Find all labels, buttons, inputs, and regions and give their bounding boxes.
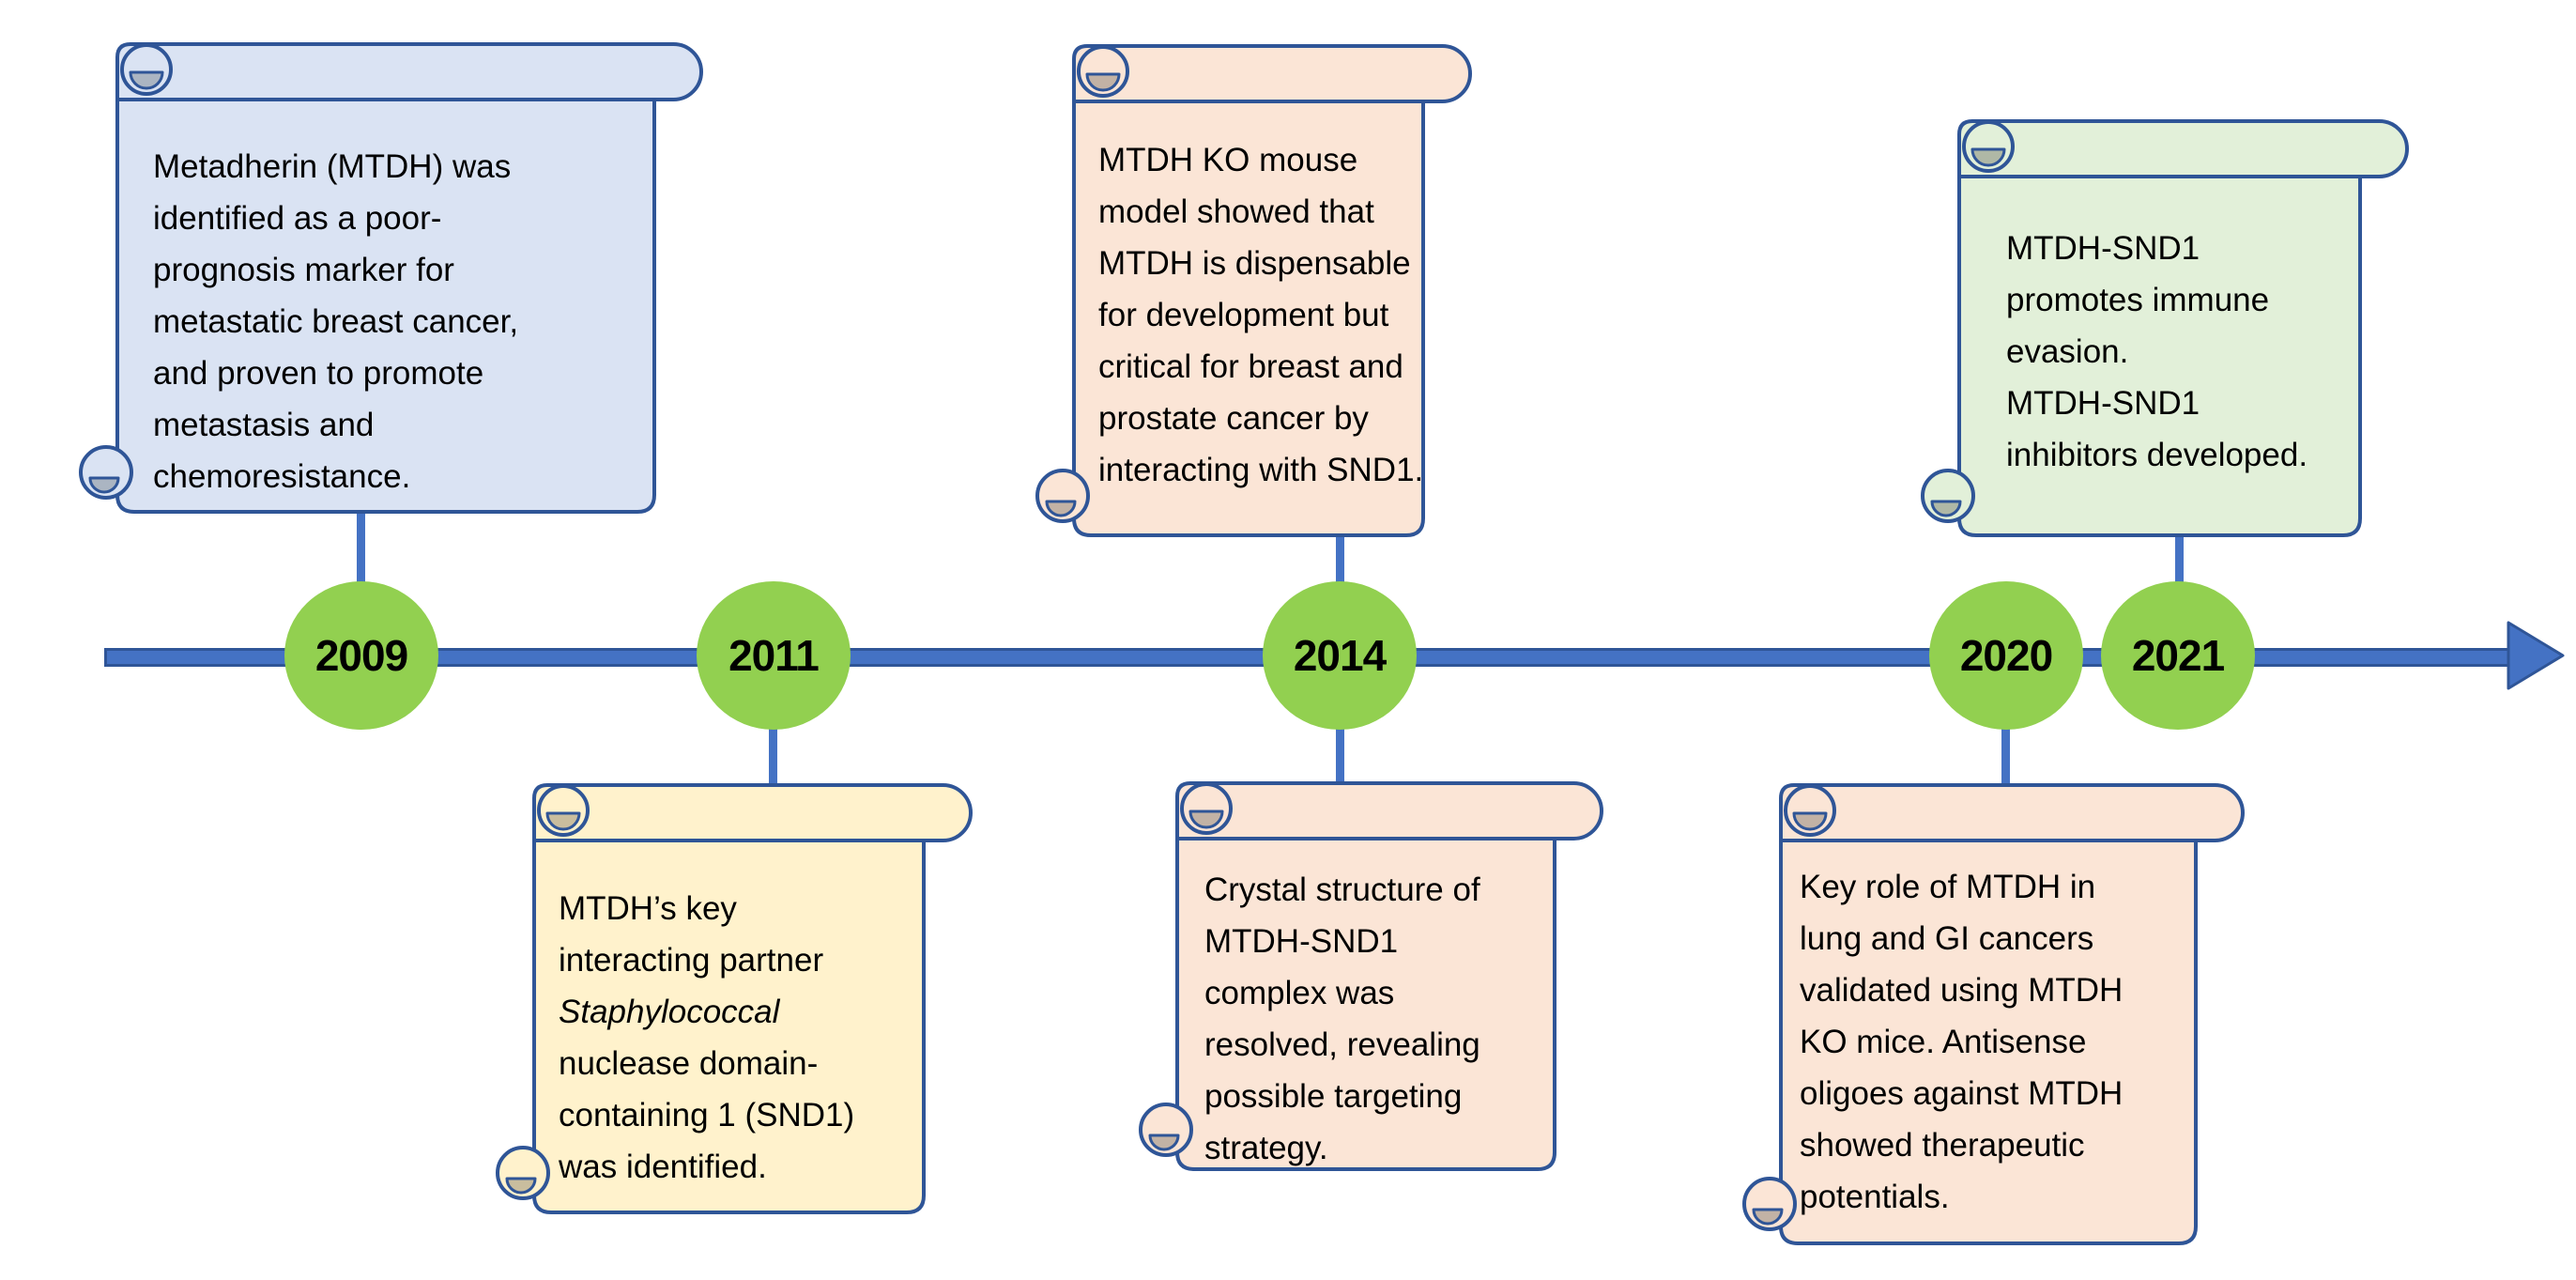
scroll-spiral-shade	[1085, 72, 1121, 92]
event-scroll-2020: Key role of MTDH in lung and GI cancers va…	[1742, 781, 2247, 1247]
event-text-line: for development but	[1098, 297, 1389, 333]
scroll-body	[1072, 78, 1425, 537]
year-marker-2021: 2021	[2101, 581, 2255, 730]
event-text-line: prognosis marker for	[153, 252, 454, 288]
event-text-line: KO mice. Antisense	[1800, 1024, 2087, 1060]
connector-2014-down	[1336, 725, 1344, 783]
scroll-body	[532, 817, 926, 1214]
event-text-line: MTDH KO mouse	[1098, 142, 1358, 178]
event-text-2020: Key role of MTDH in lung and GI cancers va…	[1800, 861, 2123, 1223]
year-marker-2020: 2020	[1929, 581, 2083, 730]
connector-2014-up	[1336, 526, 1344, 584]
event-scroll-2021: MTDH-SND1 promotes immune evasion. MTDH-SND…	[1921, 117, 2412, 539]
event-text-line: showed therapeutic	[1800, 1127, 2085, 1164]
year-label: 2009	[314, 631, 408, 680]
event-text-line: evasion.	[2006, 333, 2129, 370]
scroll-top-roll	[1072, 44, 1472, 103]
scroll-shape	[1921, 119, 2409, 537]
scroll-top-roll	[1175, 781, 1603, 840]
event-text-line: MTDH’s key	[559, 890, 737, 927]
scroll-spiral-shade	[545, 811, 581, 831]
timeline-arrow-head-icon	[2507, 621, 2565, 690]
scroll-bottom-curl-shade	[88, 476, 120, 494]
scroll-shape	[79, 42, 703, 514]
event-text-line: Key role of MTDH in	[1800, 869, 2096, 905]
scroll-spiral-shade	[1970, 147, 2006, 167]
year-marker-2014: 2014	[1263, 581, 1417, 730]
scroll-shape	[1139, 781, 1603, 1171]
event-text-line: critical for breast and	[1098, 348, 1403, 385]
scroll-bottom-curl-shade	[505, 1177, 537, 1195]
scroll-top-roll	[1779, 783, 2245, 842]
scroll-shape	[496, 783, 973, 1214]
event-text-line: Staphylococcal	[559, 994, 780, 1030]
scroll-top-roll	[1957, 119, 2409, 178]
scroll-shape	[1035, 44, 1472, 537]
event-scroll-2014-below: Crystal structure of MTDH-SND1 complex was…	[1139, 779, 1606, 1174]
scroll-top-roll	[115, 42, 703, 101]
event-text-line: MTDH-SND1	[1204, 923, 1399, 960]
event-text-line: metastasis and	[153, 407, 375, 443]
connector-2011	[769, 725, 777, 785]
year-label: 2014	[1293, 631, 1387, 680]
event-text-2009: Metadherin (MTDH) was identified as a poo…	[153, 141, 518, 502]
scroll-bottom-curl-shade	[1148, 1133, 1180, 1151]
scroll-body	[1957, 153, 2362, 537]
event-text-line: MTDH is dispensable	[1098, 245, 1411, 282]
event-text-line: resolved, revealing	[1204, 1026, 1480, 1063]
connector-2021	[2175, 532, 2184, 586]
event-text-line: interacting with SND1.	[1098, 452, 1424, 488]
scroll-shape	[1742, 783, 2245, 1245]
event-text-line: interacting partner	[559, 942, 824, 979]
event-text-line: containing 1 (SND1)	[559, 1097, 855, 1133]
event-text-line: identified as a poor-	[153, 200, 442, 237]
scroll-body	[1175, 815, 1556, 1171]
event-text-2021: MTDH-SND1 promotes immune evasion. MTDH-SND…	[2006, 223, 2308, 481]
year-marker-2009: 2009	[284, 581, 438, 730]
scroll-top-roll	[532, 783, 973, 842]
event-text-line: strategy.	[1204, 1130, 1328, 1166]
event-text-2014-below: Crystal structure of MTDH-SND1 complex was…	[1204, 864, 1480, 1174]
event-text-line: lung and GI cancers	[1800, 920, 2094, 957]
year-marker-2011: 2011	[697, 581, 851, 730]
event-text-line: was identified.	[559, 1149, 767, 1185]
event-text-line: promotes immune	[2006, 282, 2270, 318]
event-text-line: oligoes against MTDH	[1800, 1075, 2124, 1112]
event-text-line: possible targeting	[1204, 1078, 1463, 1115]
event-text-line: and proven to promote	[153, 355, 484, 392]
year-label: 2021	[2131, 631, 2225, 680]
year-label: 2011	[728, 631, 820, 680]
event-text-line: MTDH-SND1	[2006, 230, 2200, 267]
event-text-line: chemoresistance.	[153, 458, 411, 495]
event-text-line: metastatic breast cancer,	[153, 303, 519, 340]
scroll-spiral-shade	[129, 70, 164, 90]
event-text-line: complex was	[1204, 975, 1395, 1011]
scroll-bottom-curl-shade	[1930, 500, 1962, 517]
event-scroll-2009: Metadherin (MTDH) was identified as a poo…	[79, 40, 706, 516]
event-text-line: model showed that	[1098, 193, 1374, 230]
event-text-line: Metadherin (MTDH) was	[153, 148, 512, 185]
event-text-line: MTDH-SND1	[2006, 385, 2200, 422]
connector-2020	[2001, 725, 2010, 785]
year-label: 2020	[1959, 631, 2053, 680]
event-text-line: potentials.	[1800, 1179, 1950, 1215]
scroll-bottom-curl-shade	[1045, 500, 1077, 517]
scroll-body	[115, 76, 656, 514]
scroll-bottom-curl-shade	[1752, 1208, 1784, 1226]
scroll-spiral-shade	[1188, 810, 1224, 829]
event-text-line: nuclease domain-	[559, 1045, 819, 1082]
connector-2009	[357, 510, 365, 585]
event-text-line: Crystal structure of	[1204, 871, 1480, 908]
event-text-line: inhibitors developed.	[2006, 437, 2308, 473]
event-text-line: prostate cancer by	[1098, 400, 1369, 437]
event-text-line: validated using MTDH	[1800, 972, 2124, 1009]
scroll-spiral-shade	[1792, 811, 1828, 831]
scroll-body	[1779, 817, 2198, 1245]
